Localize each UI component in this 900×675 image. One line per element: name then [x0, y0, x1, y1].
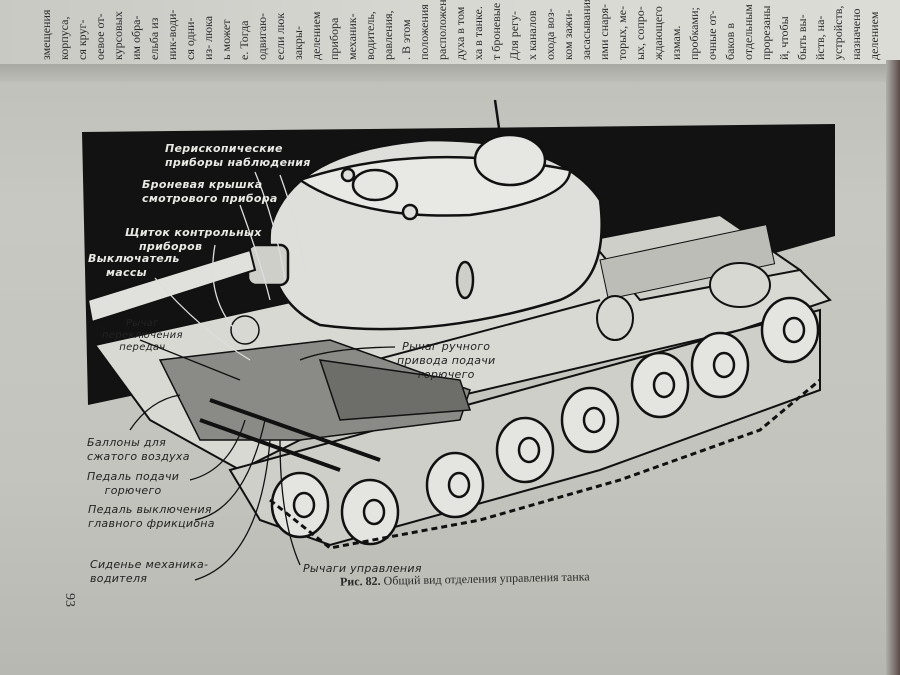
wheel-hub: [362, 498, 386, 526]
wheel-hub: [712, 351, 736, 379]
label-driver-seat: Сиденье механика-водителя: [90, 558, 209, 585]
wheel-hub: [582, 406, 606, 434]
leader-lines: [129, 171, 396, 581]
turret: [246, 99, 603, 331]
wheel-hub: [292, 491, 316, 519]
book-gutter: [0, 64, 900, 82]
wheel-hub: [652, 371, 676, 399]
wheel-hub: [447, 471, 471, 499]
engine-deck: [596, 224, 776, 341]
page-number: 93: [62, 593, 77, 607]
wheel-hub: [517, 436, 541, 464]
track: [269, 378, 821, 550]
wheel-hub: [782, 316, 806, 344]
label-control-levers: Рычаги управления: [303, 562, 422, 575]
road-wheels: [270, 296, 820, 546]
book-edge: [886, 60, 900, 675]
driver-compartment: [158, 315, 472, 472]
